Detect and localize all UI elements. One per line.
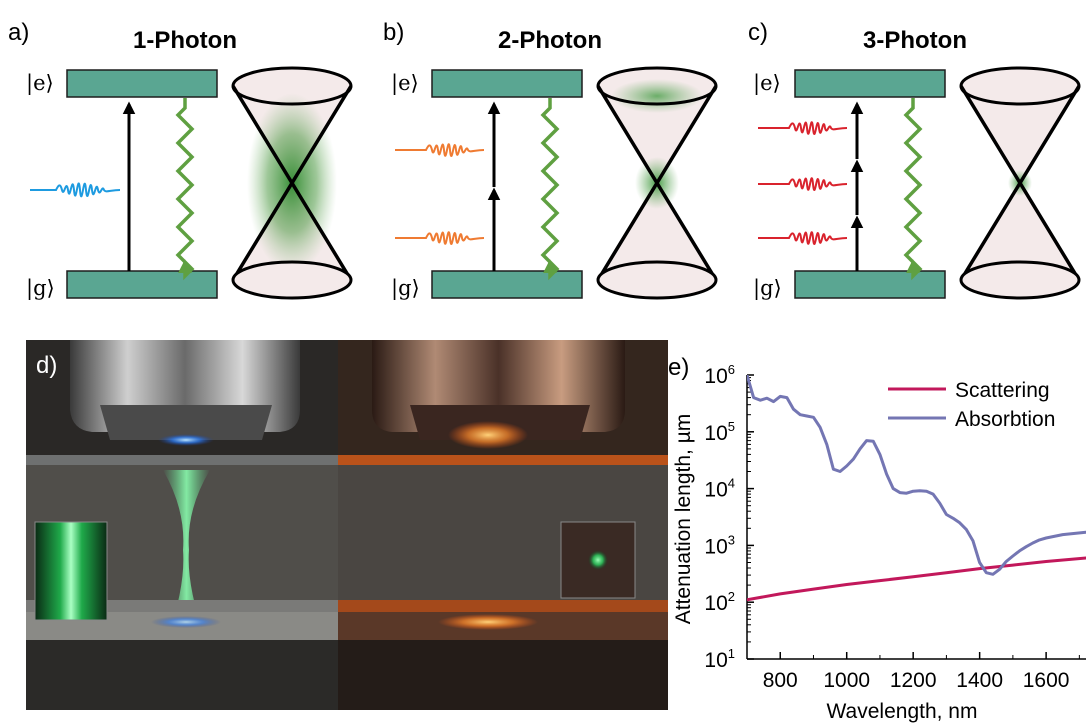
cone-top-ellipse <box>959 66 1081 106</box>
x-tick-label: 1400 <box>956 669 1003 692</box>
excited-state-label: |e⟩ <box>753 71 781 96</box>
y-tick-label: 103 <box>704 532 735 558</box>
panel-letter: a) <box>8 19 29 46</box>
panel-a: a) 1-Photon |e⟩ |g⟩ <box>8 19 353 301</box>
panel-letter: e) <box>668 354 689 381</box>
emission-arrow <box>903 98 923 281</box>
ground-level <box>66 270 218 299</box>
ground-state-label: |g⟩ <box>26 276 55 301</box>
series-line-absorbtion <box>747 375 1086 576</box>
ground-state-label: |g⟩ <box>391 276 420 301</box>
emission-arrow <box>175 98 195 281</box>
cone-edges <box>959 85 1081 281</box>
panel-title: 3-Photon <box>863 27 967 54</box>
y-tick-label: 106 <box>704 362 735 388</box>
green-fluorescence-beam <box>163 470 210 650</box>
blue-photon-wave <box>29 182 121 198</box>
excited-level <box>794 69 946 98</box>
panel-letter: c) <box>748 19 768 46</box>
panel-b: b) 2-Photon |e⟩ |g⟩ <box>383 19 718 301</box>
focus-cone <box>961 68 1079 298</box>
excited-level <box>431 69 583 98</box>
focus-cone <box>598 68 716 298</box>
x-tick-label: 800 <box>763 669 798 692</box>
x-tick-label: 1000 <box>823 669 870 692</box>
ground-level <box>794 270 946 299</box>
excited-state-label: |e⟩ <box>391 71 419 96</box>
panel-d-photo: d) <box>26 340 668 710</box>
cone-bottom-ellipse <box>231 260 353 300</box>
orange-laser-spot <box>448 421 528 449</box>
cone-top-ellipse <box>231 66 353 106</box>
excited-state-label: |e⟩ <box>26 71 54 96</box>
legend-label-absorption: Absorbtion <box>955 408 1055 431</box>
cone-bottom-ellipse <box>959 260 1081 300</box>
weak-fluorescence <box>611 79 703 113</box>
panel-letter: d) <box>36 352 57 379</box>
red-photon-wave <box>758 177 848 191</box>
y-tick-label: 105 <box>704 419 735 445</box>
x-axis-label: Wavelength, nm <box>827 700 978 723</box>
panel-letter: b) <box>383 19 404 46</box>
inset-1photon-beam <box>34 521 108 621</box>
ground-level <box>431 270 583 299</box>
cone-bottom-ellipse <box>596 260 718 300</box>
red-photon-wave <box>757 231 848 245</box>
y-axis-label: Attenuation length, µm <box>672 414 695 625</box>
cone-edges <box>596 85 718 281</box>
legend-label-scattering: Scattering <box>955 379 1050 402</box>
panel-title: 1-Photon <box>133 27 237 54</box>
x-tick-label: 1200 <box>890 669 937 692</box>
orange-photon-wave <box>394 143 485 157</box>
ground-state-label: |g⟩ <box>753 276 782 301</box>
emission-arrow <box>540 98 560 281</box>
panel-e-chart: e) 101 102 103 104 105 106 800 1000 1200 1400 160… <box>668 354 1086 723</box>
orange-photon-wave <box>394 231 485 245</box>
y-tick-label: 101 <box>704 646 735 672</box>
series-line-scattering <box>747 556 1086 602</box>
red-photon-wave <box>757 121 848 135</box>
cone-edges <box>231 85 353 281</box>
y-tick-label: 104 <box>704 476 735 502</box>
legend: Scattering Absorbtion <box>888 379 1055 431</box>
y-tick-label: 102 <box>704 589 735 615</box>
panel-title: 2-Photon <box>498 27 602 54</box>
x-tick-label: 1600 <box>1023 669 1070 692</box>
cone-top-ellipse <box>596 66 718 106</box>
panel-c: c) 3-Photon |e⟩ |g⟩ <box>748 19 1081 301</box>
excited-level <box>66 69 218 98</box>
blue-laser-spot <box>158 434 214 446</box>
